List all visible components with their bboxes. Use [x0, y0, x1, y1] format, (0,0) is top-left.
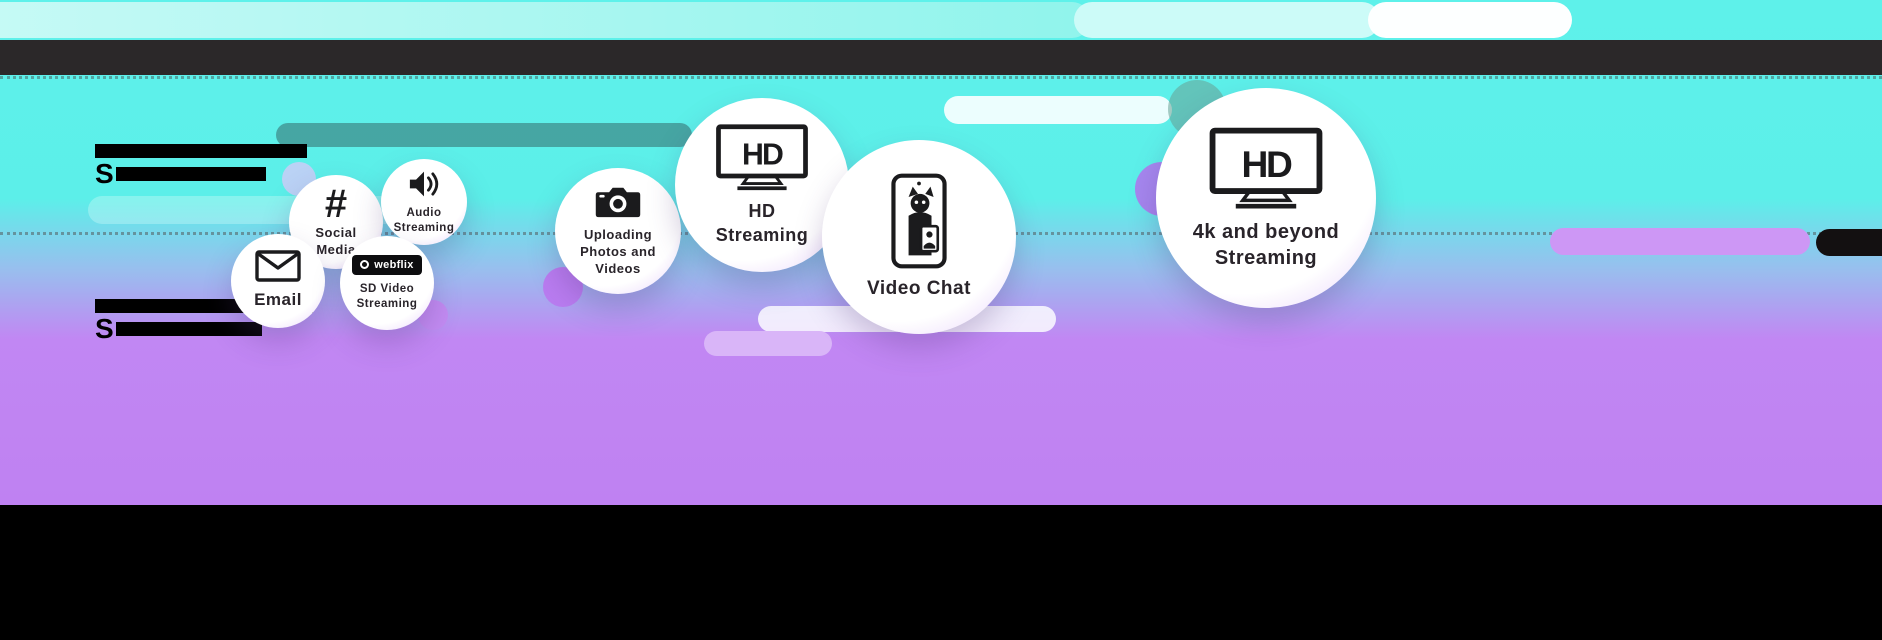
bubble-label: 4k and beyond Streaming: [1192, 220, 1340, 269]
dotted-divider-top: [0, 76, 1882, 79]
decor-pill: [704, 331, 832, 356]
bubble-sd-video-streaming: webflix SD Video Streaming: [340, 236, 434, 330]
bubble-label: Video Chat: [867, 278, 971, 300]
camera-icon: [595, 187, 641, 218]
speaker-icon: [409, 171, 439, 196]
bubble-video-chat: Video Chat: [822, 140, 1016, 334]
bubble-label: Uploading Photos and Videos: [580, 227, 656, 276]
decor-pill: [1550, 228, 1810, 255]
webflix-dot-icon: [360, 260, 370, 270]
video-chat-phone-icon: [891, 173, 947, 269]
bubble-audio-streaming: Audio Streaming: [381, 159, 467, 245]
webflix-text: webflix: [374, 258, 414, 271]
hd-tv-text: HD: [742, 139, 783, 172]
redacted-text-bar: [115, 167, 266, 182]
hashtag-icon: #: [324, 181, 348, 226]
bubble-uploading-photos-videos: Uploading Photos and Videos: [555, 168, 681, 294]
decor-pill: [1368, 2, 1572, 38]
decor-pill: [1816, 229, 1882, 256]
bubble-label: SD Video Streaming: [356, 282, 418, 310]
decor-pill: [1074, 2, 1380, 38]
redacted-text-bar: [115, 322, 262, 337]
bubble-label: Audio Streaming: [393, 206, 455, 234]
bubble-4k-streaming: HD 4k and beyond Streaming: [1156, 88, 1376, 308]
bubble-label: HD Streaming: [715, 201, 809, 245]
envelope-icon: [255, 250, 301, 283]
header-dark-bar: [0, 40, 1882, 75]
decor-pill: [0, 2, 1090, 38]
decor-pill: [944, 96, 1172, 124]
heading-letter: S: [95, 313, 114, 344]
hd-tv-icon: HD: [1209, 127, 1323, 209]
bubble-label: Email: [254, 290, 302, 310]
decor-pill: [276, 123, 692, 147]
bubble-email: Email: [231, 234, 325, 328]
bubble-label: Social Media: [315, 224, 357, 257]
bubble-hd-streaming: HD HD Streaming: [675, 98, 849, 272]
hd-tv-icon: HD: [716, 124, 808, 191]
redacted-text-bar: [95, 144, 307, 158]
heading-letter: S: [95, 158, 114, 189]
footer-black-panel: [0, 505, 1882, 640]
redacted-heading-1: S: [95, 144, 307, 189]
webflix-badge-icon: webflix: [352, 254, 422, 275]
hd-tv-text: HD: [1241, 143, 1292, 185]
